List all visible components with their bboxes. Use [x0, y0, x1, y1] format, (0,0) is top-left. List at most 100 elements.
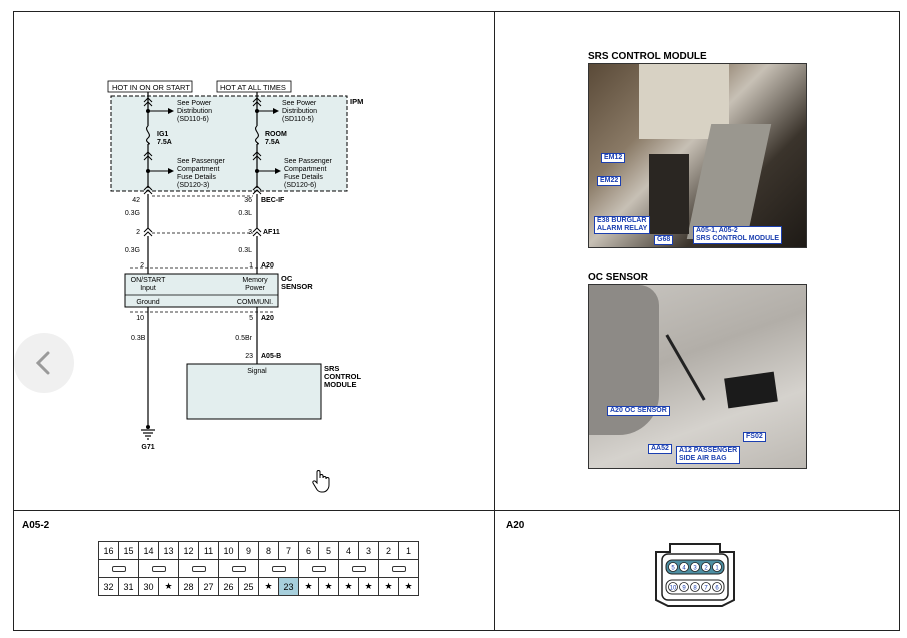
pin-cell: 4	[338, 541, 359, 560]
a05b-label: A05-B	[261, 353, 281, 360]
signal-label: Signal	[247, 368, 267, 375]
pin-cell: ★	[378, 577, 399, 596]
pin-cell: 16	[98, 541, 119, 560]
pin-cell: 11	[198, 541, 219, 560]
pin-cell: 3	[358, 541, 379, 560]
pin-cell: 6	[298, 541, 319, 560]
pin-cell: ★	[258, 577, 279, 596]
pin-cell: 28	[178, 577, 199, 596]
a20-pin	[712, 562, 722, 572]
column-divider	[494, 11, 495, 631]
pin-36: 36	[244, 197, 252, 204]
oc-photo-title: OC SENSOR	[588, 272, 649, 283]
pin-cell: 2	[378, 541, 399, 560]
oc-sensor-box	[124, 273, 279, 308]
a20-pin-label: 4	[682, 566, 686, 572]
pin-cell: ★	[298, 577, 319, 596]
srs-photo-title: SRS CONTROL MODULE	[588, 51, 707, 62]
a20-pin-label: 10	[670, 586, 677, 592]
bec-if-label: BEC-IF	[261, 197, 285, 204]
a20-pin-label: 8	[693, 586, 697, 592]
a20-pin-label: 1	[715, 566, 719, 572]
pin-cell: 26	[218, 577, 239, 596]
fuse-ig1-icon	[146, 125, 150, 145]
previous-button[interactable]	[14, 333, 74, 393]
callout-a12: A12 PASSENGER SIDE AIR BAG	[676, 446, 741, 464]
pin-cell: ★	[318, 577, 339, 596]
wire-03g-b: 0.3G	[125, 247, 140, 254]
callout-e38: E38 BURGLAR ALARM RELAY	[594, 216, 651, 234]
ground-icon	[141, 429, 155, 440]
oc-ground: Ground	[136, 299, 159, 306]
a20-pin-label: 7	[704, 586, 708, 592]
callout-fs02: FS02	[743, 432, 766, 442]
pin-42: 42	[132, 197, 140, 204]
wiring-diagram: HOT IN ON OR START HOT AT ALL TIMES IPM …	[107, 80, 363, 493]
callout-aa52: AA52	[648, 444, 672, 454]
a20-pin	[668, 582, 678, 592]
pin-cell: 27	[198, 577, 219, 596]
latch-slot	[138, 559, 179, 578]
pin-cell: ★	[158, 577, 179, 596]
callout-a05: A05-1, A05-2 SRS CONTROL MODULE	[693, 226, 783, 244]
row-divider	[13, 510, 900, 511]
pin-1: 1	[249, 262, 253, 269]
ground-label: G71	[141, 444, 154, 451]
pin-2b: 2	[140, 262, 144, 269]
a20-top-label: A20	[261, 262, 274, 269]
page-frame	[13, 11, 900, 631]
a20-pin	[690, 562, 700, 572]
a20-title: A20	[506, 520, 525, 531]
a20-pin	[668, 562, 678, 572]
pin-cell: 9	[238, 541, 259, 560]
a20-pin	[679, 582, 689, 592]
hot-in-on-label: HOT IN ON OR START	[112, 83, 190, 92]
latch-slot	[258, 559, 299, 578]
a20-pin-label: 6	[715, 586, 719, 592]
pin-23: 23	[245, 353, 253, 360]
pin-cell: 31	[118, 577, 139, 596]
a20-pin-label: 5	[671, 566, 675, 572]
pin-cell: 15	[118, 541, 139, 560]
callout-g68: G68	[654, 235, 674, 245]
pin-cell: 10	[218, 541, 239, 560]
a20-bottom-label: A20	[261, 315, 274, 322]
oc-sensor-photo: A20 OC SENSOR AA52 A12 PASSENGER SIDE AI…	[588, 284, 807, 469]
latch-slot	[178, 559, 219, 578]
pin-cell: 30	[138, 577, 159, 596]
pin-cell: 23	[278, 577, 299, 596]
oc-communi: COMMUNI.	[237, 299, 273, 306]
pin-cell: 8	[258, 541, 279, 560]
pin-cell: 5	[318, 541, 339, 560]
ipm-box	[110, 95, 348, 192]
callout-a20: A20 OC SENSOR	[607, 406, 670, 416]
pin-cell: 25	[238, 577, 259, 596]
a20-pin-label: 2	[704, 566, 708, 572]
a20-pin-label: 3	[693, 566, 697, 572]
ipm-label: IPM	[350, 97, 363, 106]
wire-03l-a: 0.3L	[238, 210, 252, 217]
pin-cell: 12	[178, 541, 199, 560]
latch-slot	[298, 559, 339, 578]
srs-module-box	[186, 363, 322, 420]
srs-module-photo: EM12 EM22 E38 BURGLAR ALARM RELAY G68 A0…	[588, 63, 807, 248]
chevron-left-icon	[35, 351, 50, 375]
a20-pin-label: 9	[682, 586, 686, 592]
pin-cell: ★	[398, 577, 419, 596]
a20-pin	[712, 582, 722, 592]
a05-title: A05-2	[22, 520, 50, 531]
pin-cell: 1	[398, 541, 419, 560]
pin-cell: 7	[278, 541, 299, 560]
a20-pin	[679, 562, 689, 572]
latch-slot	[98, 559, 139, 578]
